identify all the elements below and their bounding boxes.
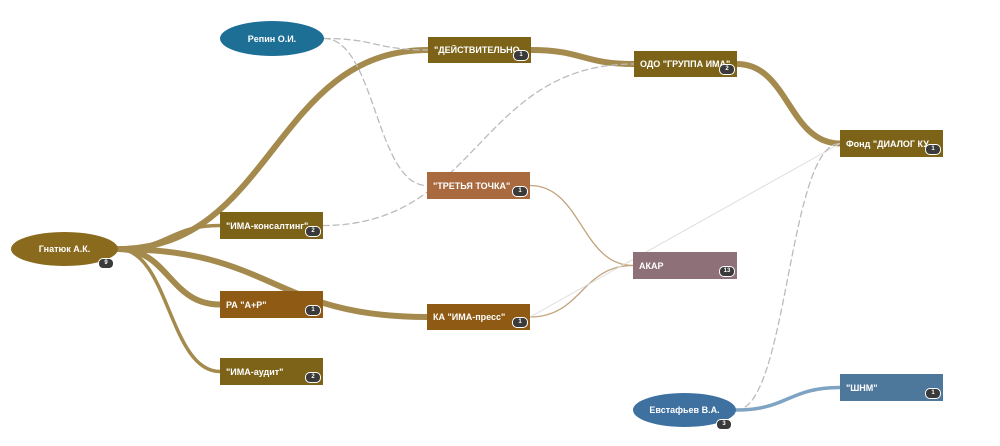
node-ra-ar[interactable]: РА "А+Р" 1	[220, 291, 323, 318]
node-evstafiev[interactable]: Евстафьев В.А. 3	[633, 393, 736, 430]
node-akar-count-badge: 13	[719, 266, 735, 277]
node-tretya-tochka[interactable]: "ТРЕТЬЯ ТОЧКА" 1	[427, 172, 530, 199]
node-gruppa-ima-count-badge: 2	[719, 64, 735, 75]
edge-ka-fond	[529, 143, 841, 318]
node-ima-audit-label: "ИМА-аудит"	[226, 366, 284, 377]
edge-ima_kons-gruppa	[322, 63, 635, 227]
node-gruppa-ima[interactable]: ОДО "ГРУППА ИМА" 2	[634, 51, 737, 77]
node-ima-audit-count-badge: 2	[305, 372, 321, 383]
edge-ka-akar	[529, 264, 634, 318]
edge-repin-tretya	[323, 37, 428, 187]
node-ima-audit[interactable]: "ИМА-аудит" 2	[220, 358, 323, 385]
edge-gruppa-fond	[734, 61, 843, 147]
node-repin[interactable]: Рeпин О.И.	[220, 21, 324, 56]
edge-gnatyuk-deystv	[115, 47, 431, 252]
node-ka-ima-press[interactable]: КА "ИМА-пресс" 1	[427, 304, 530, 330]
node-ima-konsalting[interactable]: "ИМА-консалтинг" 2	[220, 212, 323, 239]
node-evstafiev-label: Евстафьев В.А.	[649, 405, 720, 415]
node-fond-dialog-count-badge: 1	[925, 144, 941, 155]
node-tretya-tochka-label: "ТРЕТЬЯ ТОЧКА"	[433, 180, 511, 191]
edge-evstafiev-fond	[735, 142, 841, 411]
node-ka-ima-press-label: КА "ИМА-пресс"	[433, 312, 506, 322]
node-repin-label: Рeпин О.И.	[247, 33, 297, 44]
node-shnm-count-badge: 1	[925, 388, 941, 399]
node-ima-konsalting-count-badge: 2	[305, 226, 321, 237]
node-gruppa-ima-label: ОДО "ГРУППА ИМА"	[640, 59, 731, 69]
node-evstafiev-count-badge: 3	[716, 419, 732, 430]
node-fond-dialog[interactable]: Фонд "ДИАЛОГ КУЛЬ... 1	[840, 130, 943, 157]
edge-tretya-akar	[529, 184, 634, 267]
node-ima-konsalting-label: "ИМА-консалтинг"	[226, 220, 309, 231]
node-akar-label: АКАР	[639, 260, 664, 271]
node-shnm[interactable]: "ШНМ" 1	[840, 374, 943, 401]
edge-deystv-gruppa	[528, 47, 637, 67]
node-ra-ar-label: РА "А+Р"	[226, 299, 267, 310]
node-gnatyuk-count-badge: 9	[98, 258, 114, 269]
node-akar[interactable]: АКАР 13	[633, 252, 737, 279]
edge-gnatyuk-audit	[116, 247, 222, 374]
node-ra-ar-count-badge: 1	[305, 305, 321, 316]
node-shnm-label: "ШНМ"	[846, 382, 878, 393]
node-deystvitelnost-count-badge: 1	[513, 50, 529, 61]
node-tretya-tochka-count-badge: 1	[512, 186, 528, 197]
node-deystvitelnost[interactable]: "ДЕЙСТВИТЕЛЬНОСТЬ" 1	[428, 37, 531, 63]
node-ka-ima-press-count-badge: 1	[512, 317, 528, 328]
edge-gnatyuk-ka	[115, 246, 430, 320]
edge-evstafiev-shnm	[734, 385, 842, 412]
node-gnatyuk[interactable]: Гнатюк А.К. 9	[11, 232, 118, 269]
node-gnatyuk-label: Гнатюк А.К.	[38, 244, 91, 254]
edge-repin-deystv	[323, 37, 429, 51]
